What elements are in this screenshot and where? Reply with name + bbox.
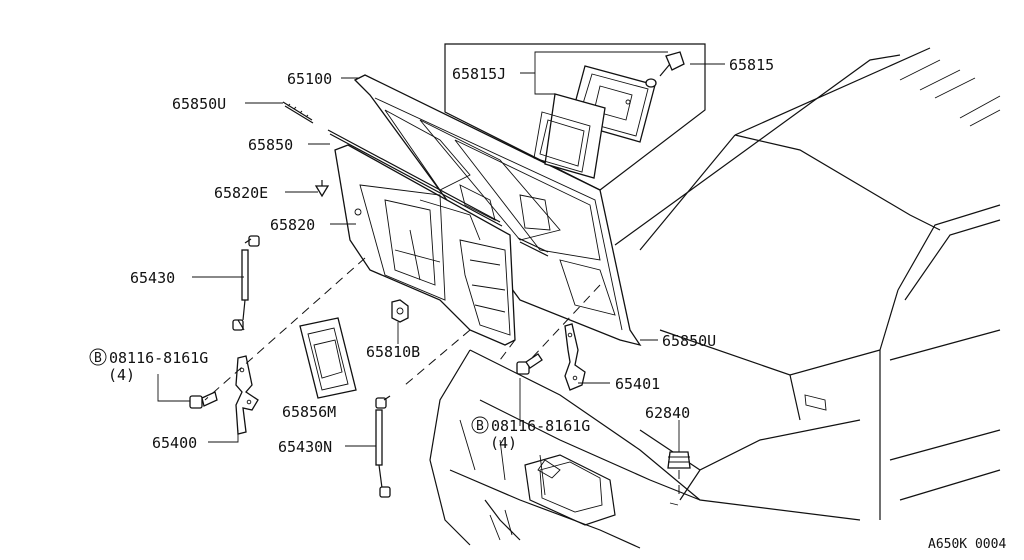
label-65850u-right: 65850U [662,332,716,350]
circle-b-left-icon [89,348,107,366]
hood-insulator [334,144,516,346]
label-65850: 65850 [248,136,293,154]
label-65401: 65401 [615,375,660,393]
diagram-code: A650K 0004 [928,537,1006,552]
bumper-rubber-62840 [667,451,691,500]
label-65400: 65400 [152,434,197,452]
bolt-right [516,353,543,375]
pad-65856m [299,317,357,399]
bolt-left [189,391,218,409]
label-65815: 65815 [729,56,774,74]
label-bolt-right-qty: (4) [490,434,517,452]
seal-65850u-top [282,101,314,124]
circle-b-right-icon [471,416,489,434]
label-62840: 62840 [645,404,690,422]
label-bolt-right: 08116-8161G [491,417,590,435]
weatherstrip-65850 [327,129,503,227]
label-65430: 65430 [130,269,175,287]
label-65430n: 65430N [278,438,332,456]
label-65815j: 65815J [452,65,506,83]
seal-65850u-hood [517,237,549,257]
circle-b-left-letter: B [94,351,102,366]
circle-b-right-letter: B [476,419,484,434]
assembly-lines [204,257,601,401]
clip-65820e [314,180,330,198]
hinge-65401 [564,323,586,391]
label-65850u-top: 65850U [172,95,226,113]
hood-panel [353,74,642,347]
label-65856m: 65856M [282,403,336,421]
part-labels: 65100 65850U 65850 65820E 65820 65430 B … [89,56,1006,552]
label-bolt-left: 08116-8161G [109,349,208,367]
label-bolt-left-qty: (4) [108,366,135,384]
hinge-65400 [235,355,259,435]
label-65810b: 65810B [366,343,420,361]
gas-stay-65430n [375,395,391,498]
vehicle-body-outline [429,47,1001,549]
lock-inset-box [444,43,706,191]
label-65820e: 65820E [214,184,268,202]
leader-lines [157,51,725,452]
label-65820: 65820 [270,216,315,234]
label-65100: 65100 [287,70,332,88]
gas-stay-65430 [232,235,260,331]
nut-65810b [391,299,409,323]
